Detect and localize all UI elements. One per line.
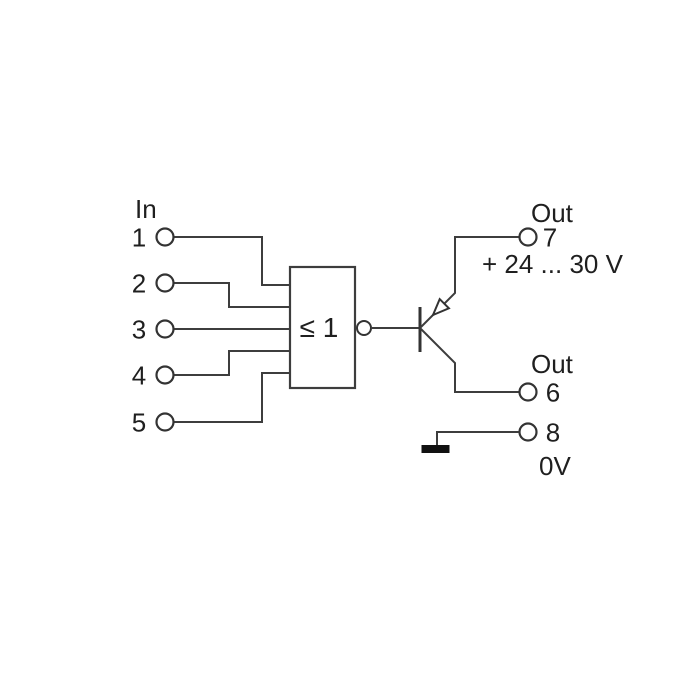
transistor bbox=[371, 236, 520, 393]
input-terminal-5-icon bbox=[155, 412, 175, 432]
terminal-8-icon bbox=[518, 422, 538, 442]
emitter-arrow-icon bbox=[431, 297, 451, 317]
input-terminal-1-icon bbox=[155, 227, 175, 247]
input-terminal-4-icon bbox=[155, 365, 175, 385]
supply-voltage-label: + 24 ... 30 V bbox=[482, 249, 624, 279]
ground-icon bbox=[421, 445, 450, 453]
wire-collector-to-out6 bbox=[419, 327, 520, 393]
input-header-label: In bbox=[135, 194, 157, 224]
out6-header-label: Out bbox=[531, 349, 574, 379]
wire-input-5 bbox=[173, 372, 290, 423]
out6-pin-label: 6 bbox=[546, 378, 560, 408]
input-pin-4-label: 4 bbox=[132, 361, 146, 391]
output-group: Out 7 + 24 ... 30 V Out 6 8 0V bbox=[421, 198, 624, 481]
output-terminal-6-icon bbox=[518, 382, 538, 402]
input-pin-2-label: 2 bbox=[132, 269, 146, 299]
input-pin-5-label: 5 bbox=[132, 408, 146, 438]
pin8-label: 8 bbox=[546, 418, 560, 448]
input-terminal-3-icon bbox=[155, 319, 175, 339]
wire-input-1 bbox=[173, 236, 290, 286]
wire-input-2 bbox=[173, 282, 290, 308]
inversion-bubble-icon bbox=[356, 320, 372, 336]
or-gate: ≤ 1 bbox=[288, 265, 372, 390]
input-group: In 1 2 3 4 5 bbox=[132, 194, 290, 438]
or-gate-box bbox=[288, 265, 357, 390]
zero-volt-label: 0V bbox=[539, 451, 571, 481]
out7-header-label: Out bbox=[531, 198, 574, 228]
input-terminal-2-icon bbox=[155, 273, 175, 293]
wire-input-4 bbox=[173, 350, 290, 376]
wire-pin8-to-ground bbox=[436, 431, 520, 445]
out7-pin-label: 7 bbox=[543, 223, 557, 253]
input-pin-3-label: 3 bbox=[132, 315, 146, 345]
input-pin-1-label: 1 bbox=[132, 223, 146, 253]
or-gate-label: ≤ 1 bbox=[300, 312, 339, 343]
output-terminal-7-icon bbox=[518, 227, 538, 247]
